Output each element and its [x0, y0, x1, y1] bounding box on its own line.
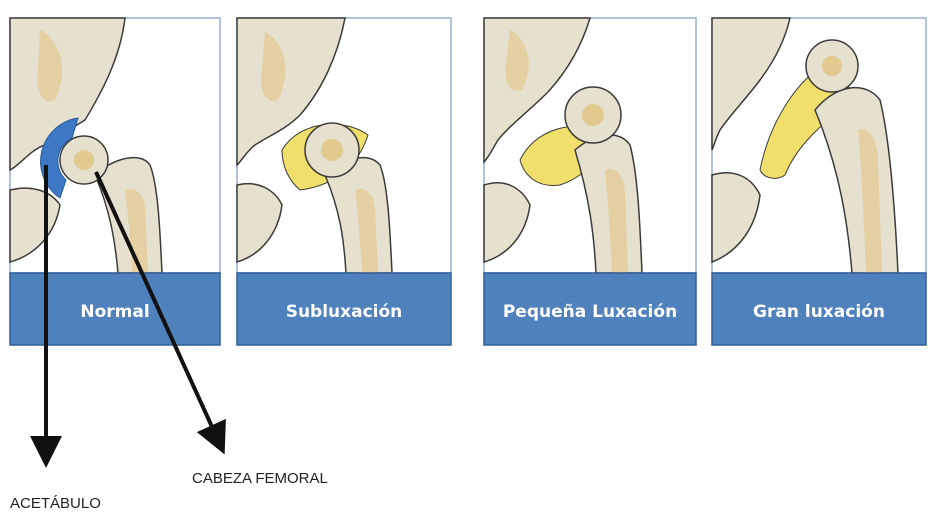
panel-label-normal: Normal [80, 302, 149, 322]
panel-subluxation: Subluxación [237, 18, 451, 345]
panel-small-dislocation: Pequeña Luxación [484, 18, 696, 345]
femoral-head-nucleus [582, 104, 604, 126]
panel-label-large-dislocation: Gran luxación [753, 302, 885, 322]
panel-normal: Normal [10, 18, 220, 345]
panel-label-subluxation: Subluxación [286, 302, 403, 322]
femoral-head-nucleus [321, 139, 343, 161]
panel-label-small-dislocation: Pequeña Luxación [503, 302, 677, 322]
panel-large-dislocation: Gran luxación [712, 18, 926, 345]
femoral-head-label: CABEZA FEMORAL [192, 470, 328, 487]
acetabulum-label: ACETÁBULO [10, 495, 101, 512]
femoral-head-nucleus [74, 150, 94, 170]
femoral-head-nucleus [822, 56, 842, 76]
